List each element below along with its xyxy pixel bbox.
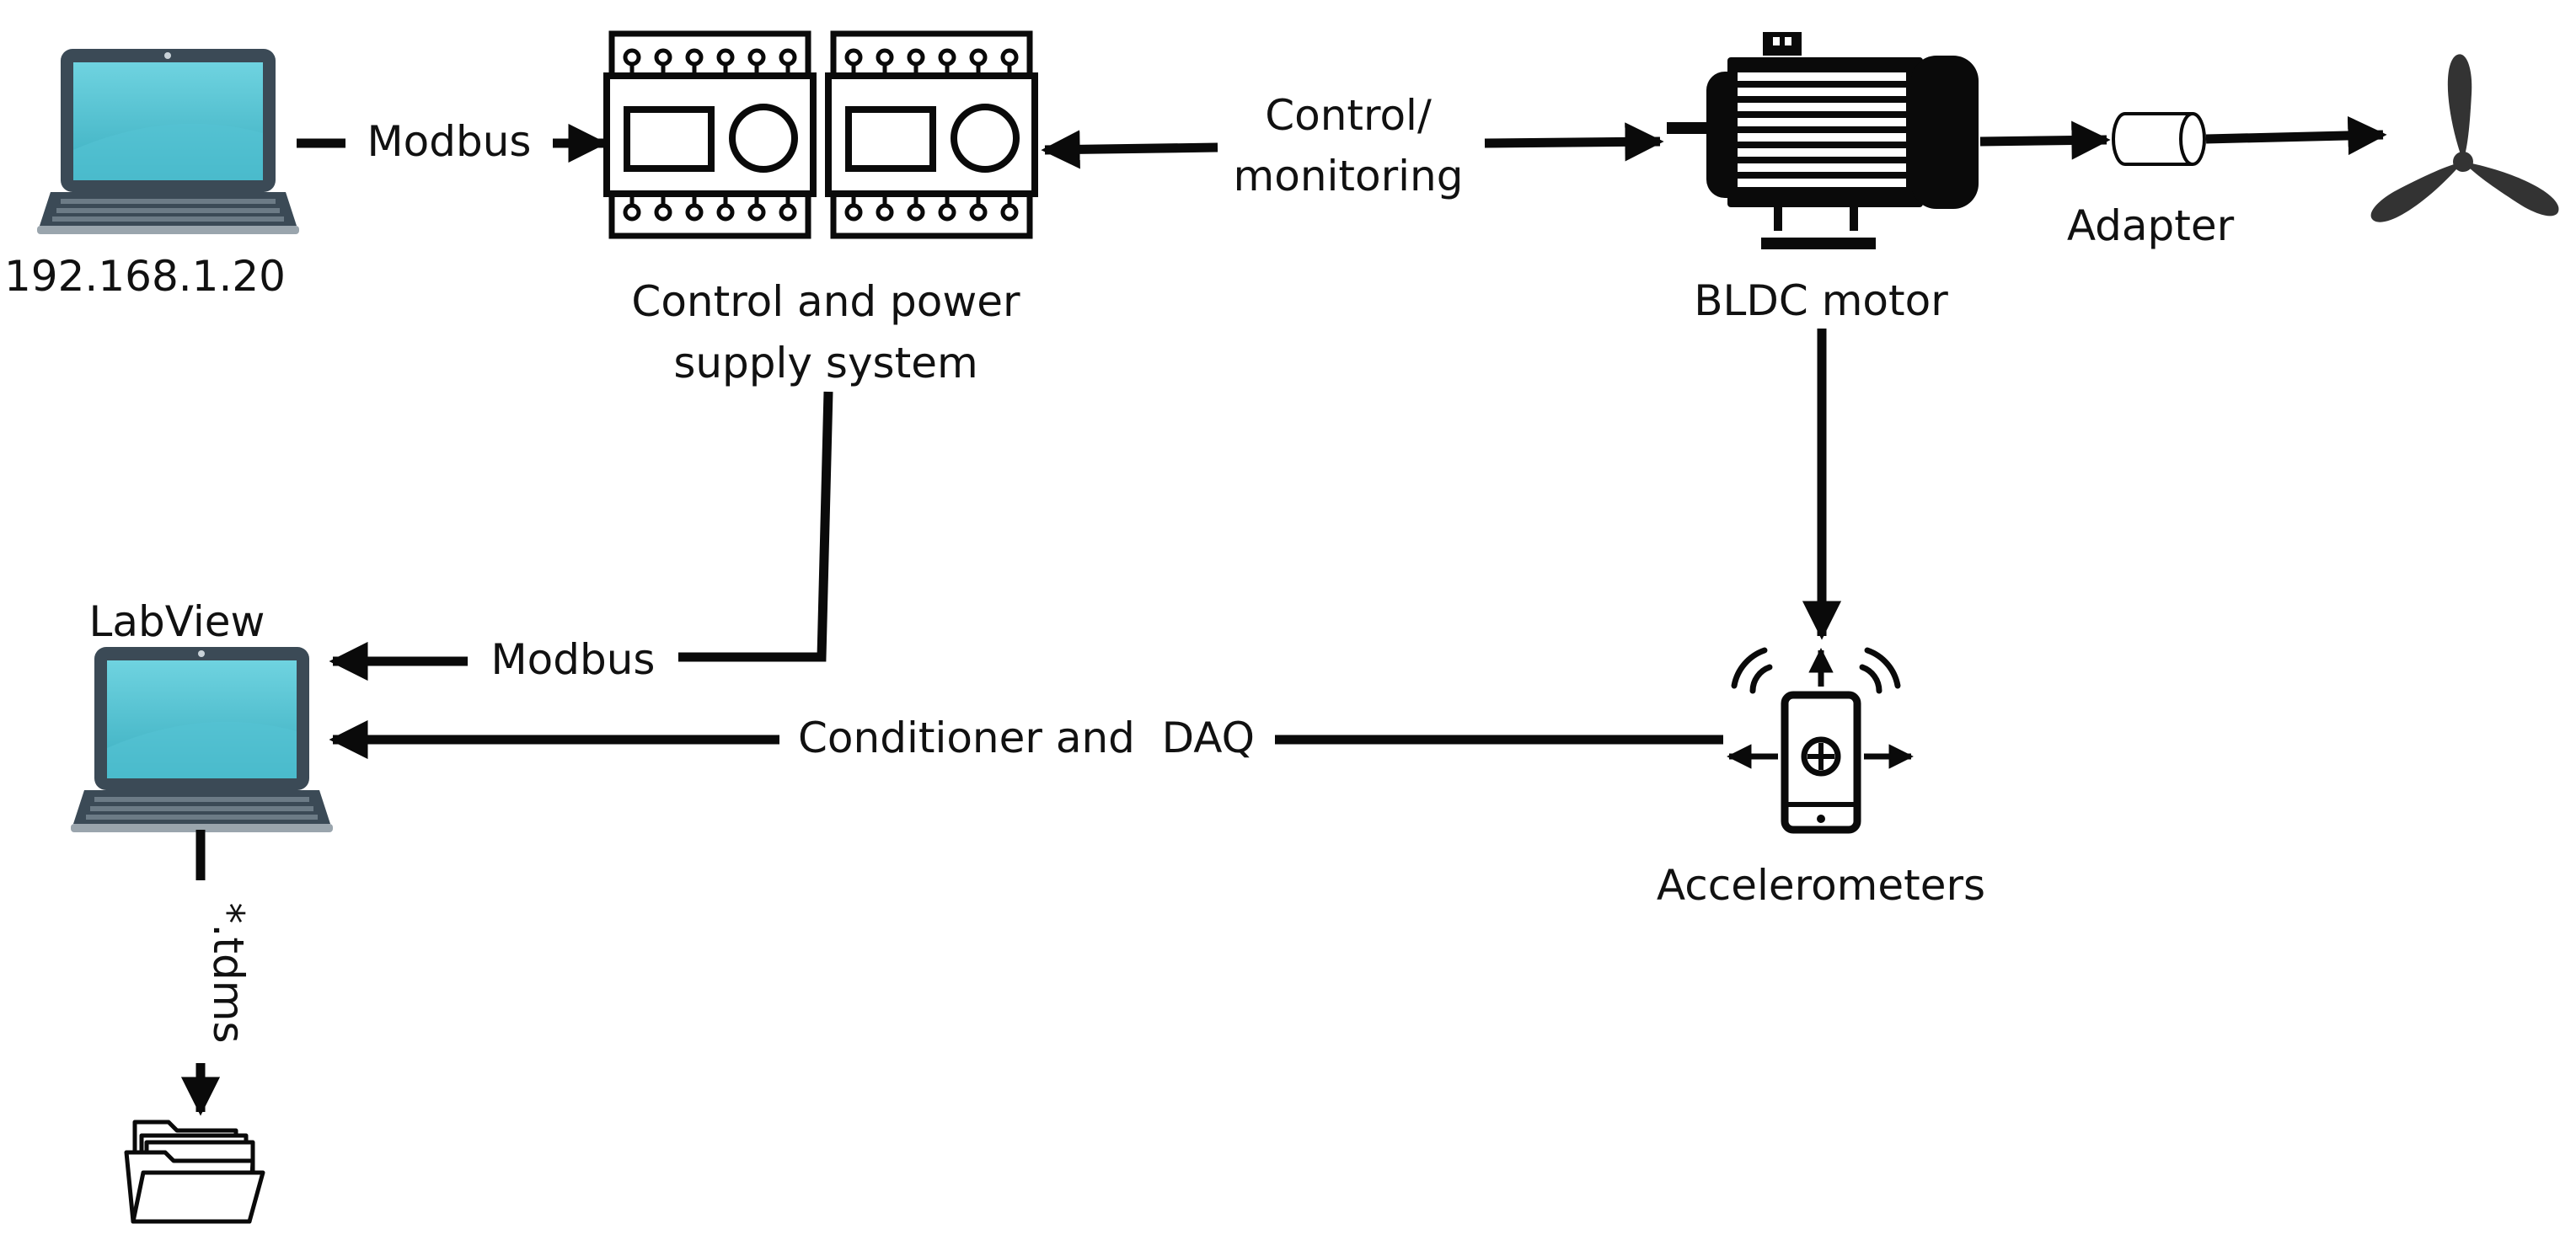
control-monitoring-label-line2: monitoring xyxy=(1234,152,1464,200)
control-module-icon xyxy=(607,34,813,236)
folder-icon xyxy=(124,1120,265,1224)
adapter-to-propeller-line xyxy=(2205,115,2387,156)
modbus-bottom-label: Modbus xyxy=(491,635,656,684)
tdms-label: *.tdms xyxy=(204,903,253,1044)
pc-ip-label: 192.168.1.20 xyxy=(4,252,286,301)
control-to-motor-line xyxy=(1484,122,1664,162)
coupling-icon xyxy=(2112,112,2206,166)
accelerometer-icon xyxy=(1727,647,1914,834)
motor-label: BLDC motor xyxy=(1694,276,1948,325)
daq-label: Conditioner and DAQ xyxy=(798,714,1255,762)
control-system-label-line2: supply system xyxy=(673,339,977,388)
adapter-label: Adapter xyxy=(2067,201,2235,250)
accelerometers-label: Accelerometers xyxy=(1657,861,1985,910)
motor-to-adapter-line xyxy=(1979,120,2111,160)
labview-laptop-icon xyxy=(71,647,333,832)
control-system-label-line1: Control and power xyxy=(631,277,1020,326)
modbus-top-label: Modbus xyxy=(367,117,532,166)
laptop-icon xyxy=(37,49,299,234)
labview-label: LabView xyxy=(89,597,265,646)
control-module-icon xyxy=(828,34,1035,236)
control-monitoring-label-line1: Control/ xyxy=(1265,91,1432,140)
control-to-labview-line xyxy=(678,391,833,662)
control-to-module-line xyxy=(1041,130,1218,169)
connectors xyxy=(180,115,2387,1116)
motor-icon xyxy=(1667,32,1979,249)
propeller-icon xyxy=(2370,54,2559,222)
